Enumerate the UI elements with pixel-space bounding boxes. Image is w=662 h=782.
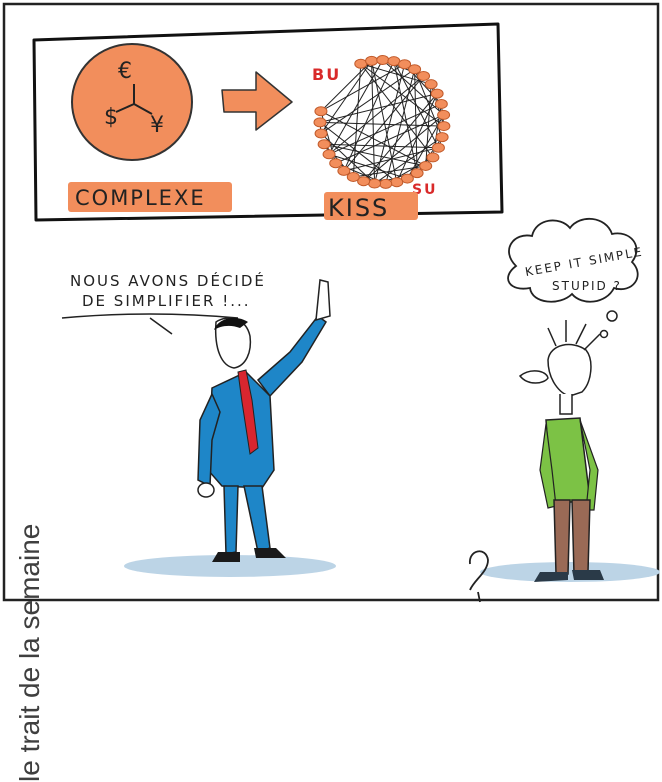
network-node — [434, 98, 448, 109]
svg-text:COMPLEXE: COMPLEXE — [75, 186, 206, 210]
thought-line-2: STUPID ? — [552, 279, 622, 293]
network-node — [390, 177, 404, 188]
network-link — [343, 75, 424, 172]
network-link — [425, 84, 432, 167]
network-node — [437, 109, 451, 120]
network-node — [354, 58, 368, 69]
network-node — [410, 168, 424, 179]
network-node — [329, 158, 343, 169]
network-link — [320, 110, 426, 167]
network-node — [313, 117, 327, 128]
network-node — [314, 106, 328, 117]
network-link — [371, 60, 398, 183]
network-node — [317, 139, 331, 150]
network-link — [324, 143, 426, 167]
young-man-figure — [518, 320, 604, 582]
network-node — [408, 64, 422, 75]
network-link — [371, 60, 376, 184]
marker-su: SU — [412, 182, 437, 198]
network-node — [337, 165, 351, 176]
complex-circle: € $ ¥ — [71, 43, 193, 161]
network-node — [431, 142, 445, 153]
shadow-right — [480, 562, 660, 582]
cartoon-illustration: € $ ¥ BU SU COMPLEXE KISS NOUS AVONS DÉC… — [2, 2, 660, 603]
network-node — [376, 55, 390, 66]
network-link — [320, 60, 372, 112]
network-link — [385, 69, 416, 185]
network-link — [324, 143, 439, 149]
network-link — [319, 93, 438, 123]
network-node — [424, 79, 438, 90]
euro-symbol: € — [118, 59, 134, 84]
complexe-label: COMPLEXE — [68, 182, 232, 212]
businessman-figure — [197, 279, 331, 562]
kiss-label: KISS — [324, 192, 418, 222]
svg-text:KISS: KISS — [328, 194, 389, 222]
network-link — [363, 93, 438, 182]
network-node — [400, 173, 414, 184]
marker-bu: BU — [312, 65, 341, 84]
network-node — [365, 55, 379, 66]
network-node — [426, 152, 440, 163]
network-node — [430, 88, 444, 99]
network-link — [320, 133, 375, 184]
network-link — [328, 59, 384, 155]
network-node — [398, 59, 412, 70]
network-node — [387, 56, 401, 67]
network-link — [320, 63, 405, 112]
thought-bubble: KEEP IT SIMPLE STUPID ? — [507, 218, 644, 339]
network-link — [335, 114, 444, 164]
network-link — [328, 75, 424, 155]
network-node — [322, 149, 336, 160]
outer-frame — [2, 2, 660, 602]
network-link — [374, 64, 406, 184]
speech-bubble: NOUS AVONS DÉCIDÉ DE SIMPLIFIER !... — [61, 271, 266, 335]
shadow-left — [124, 555, 336, 577]
network-node — [419, 160, 433, 171]
network-node — [357, 176, 371, 187]
kiss-network: BU SU — [312, 55, 451, 198]
network-link — [360, 63, 434, 158]
network-link — [374, 136, 443, 184]
network-link — [328, 153, 408, 180]
network-link — [328, 103, 442, 155]
arrow-right-icon — [221, 71, 293, 131]
speech-line-2: DE SIMPLIFIER !... — [82, 292, 251, 310]
network-node — [368, 178, 382, 189]
dollar-symbol: $ — [104, 105, 120, 130]
network-node — [417, 70, 431, 81]
speech-line-1: NOUS AVONS DÉCIDÉ — [70, 271, 266, 290]
artist-signature — [469, 550, 489, 603]
network-link — [393, 61, 418, 174]
network-link — [382, 59, 444, 116]
yen-symbol: ¥ — [150, 113, 166, 138]
network-node — [379, 178, 393, 189]
network-node — [346, 171, 360, 182]
network-link — [319, 121, 444, 127]
network-node — [314, 128, 328, 139]
network-link — [343, 60, 395, 172]
network-node — [437, 121, 451, 132]
network-node — [435, 132, 449, 143]
connection-lines — [115, 84, 153, 115]
